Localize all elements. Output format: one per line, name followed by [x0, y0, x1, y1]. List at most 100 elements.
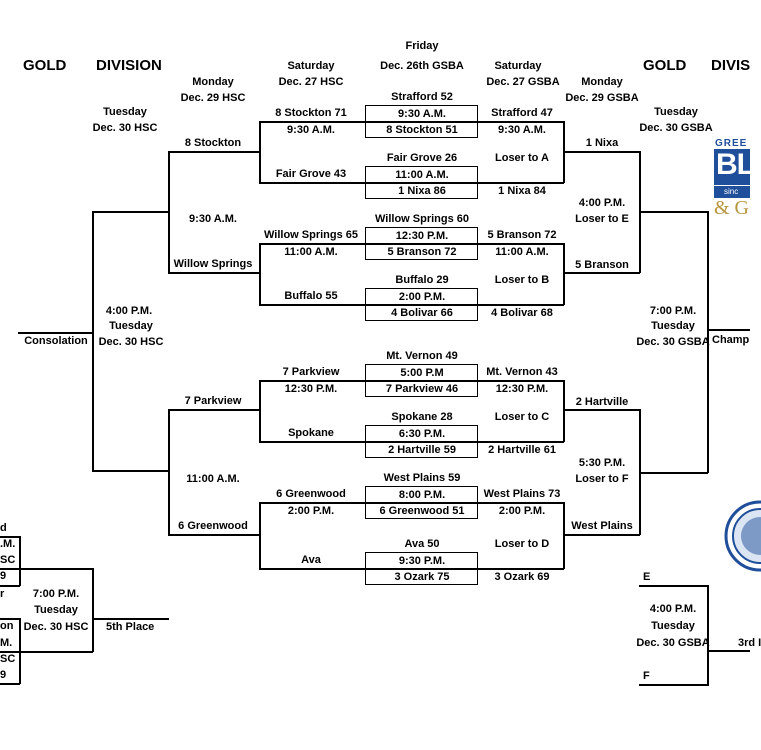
right-division-header: DIVIS: [711, 57, 751, 74]
saturday-game-time: 2:00 P.M.: [287, 505, 335, 517]
bracket-line: [478, 243, 564, 245]
bracket-line: [0, 568, 93, 570]
saturday-team-top: Willow Springs 65: [263, 229, 359, 241]
bracket-line: [563, 534, 640, 536]
bracket-line: [639, 585, 709, 587]
logo-text-gold: & G: [714, 197, 749, 219]
fifth-fragment: SC: [0, 653, 16, 665]
bracket-line: [259, 441, 365, 443]
saturday-team-top: West Plains 73: [483, 488, 561, 500]
bracket-line: [563, 151, 640, 153]
loser-label: Loser to A: [495, 152, 549, 164]
friday-divider: [365, 502, 478, 504]
bracket-line: [259, 121, 365, 123]
monday-team-top: 7 Parkview: [184, 395, 242, 407]
loser-label: Loser to E: [575, 213, 629, 225]
bracket-line: [168, 409, 260, 411]
right-tuesday-date: Dec. 30 GSBA: [639, 122, 713, 134]
saturday-team-top: Mt. Vernon 43: [486, 366, 558, 378]
friday-team-top: West Plains 59: [383, 472, 461, 484]
left-tuesday-date: Dec. 30 HSC: [92, 122, 158, 134]
bracket-line: [19, 618, 21, 684]
third-place-date: Dec. 30 GSBA: [636, 637, 710, 649]
friday-divider: [365, 304, 478, 306]
friday-game-time: 12:30 P.M.: [395, 230, 449, 242]
saturday-game-time: 11:00 A.M.: [284, 246, 338, 258]
bracket-line: [259, 304, 365, 306]
friday-game-time: 8:00 P.M.: [398, 489, 446, 501]
left-monday-date: Dec. 29 HSC: [180, 92, 246, 104]
bracket-line: [707, 650, 750, 652]
third-place-e: E: [643, 571, 651, 583]
logo-blue-block: [714, 149, 750, 185]
bracket-line: [92, 568, 94, 652]
bracket-line: [563, 243, 565, 305]
bracket-line: [92, 470, 169, 472]
bracket-line: [0, 651, 93, 653]
saturday-team-bottom: Spokane: [288, 427, 334, 439]
sponsor-logo: GREE BL sinc & G: [714, 136, 755, 246]
friday-team-bottom: 6 Greenwood 51: [379, 505, 465, 517]
friday-divider: [365, 243, 478, 245]
bracket-line: [478, 441, 564, 443]
fifth-place-date: Dec. 30 HSC: [23, 621, 89, 633]
friday-day: Friday: [405, 40, 439, 52]
bracket-line: [707, 329, 750, 331]
monday-team-top: 8 Stockton: [184, 137, 242, 149]
right-monday-day: Monday: [581, 76, 623, 88]
bracket-line: [0, 536, 20, 538]
saturday-team-top: 8 Stockton 71: [275, 107, 347, 119]
bracket-line: [478, 121, 564, 123]
bracket-line: [639, 472, 708, 474]
fifth-fragment: M.: [0, 637, 13, 649]
bracket-line: [478, 380, 564, 382]
championship-day: Tuesday: [651, 320, 695, 332]
saturday-team-bottom: 3 Ozark 69: [494, 571, 550, 583]
third-place-day: Tuesday: [651, 620, 695, 632]
saturday-game-time: 9:30 A.M.: [287, 124, 335, 136]
friday-team-top: Spokane 28: [391, 411, 453, 423]
monday-game-time: 5:30 P.M.: [578, 457, 626, 469]
bracket-line: [168, 534, 260, 536]
logo-text-since: sinc: [724, 187, 739, 196]
friday-game-time: 2:00 P.M.: [398, 291, 446, 303]
fifth-fragment: 9: [0, 669, 7, 681]
saturday-team-top: 6 Greenwood: [276, 488, 346, 500]
bracket-line: [259, 243, 261, 305]
saturday-team-bottom: Ava: [301, 554, 321, 566]
friday-team-top: Ava 50: [404, 538, 440, 550]
bracket-line: [478, 568, 564, 570]
left-saturday-day: Saturday: [287, 60, 335, 72]
loser-label: Loser to B: [494, 274, 550, 286]
consolation-date: Dec. 30 HSC: [98, 336, 164, 348]
fifth-fragment: d: [0, 522, 7, 534]
third-place-label: 3rd I: [738, 637, 761, 649]
bracket-line: [478, 304, 564, 306]
bracket-line: [563, 502, 565, 569]
friday-team-bottom: 8 Stockton 51: [386, 124, 458, 136]
bracket-line: [478, 502, 564, 504]
saturday-team-top: Strafford 47: [491, 107, 553, 119]
bracket-line: [0, 683, 20, 685]
bracket-line: [563, 272, 640, 274]
bracket-line: [259, 243, 365, 245]
saturday-team-top: 7 Parkview: [282, 366, 340, 378]
championship-label: Champ: [712, 334, 750, 346]
friday-date: Dec. 26th GSBA: [380, 60, 464, 72]
bracket-line: [168, 151, 260, 153]
bracket-line: [259, 502, 261, 569]
right-saturday-day: Saturday: [494, 60, 542, 72]
bracket-line: [639, 684, 709, 686]
bracket-line: [259, 380, 365, 382]
bracket-line: [563, 409, 640, 411]
bracket-line: [259, 502, 365, 504]
consolation-label: Consolation: [24, 335, 88, 347]
bracket-line: [259, 380, 261, 442]
friday-team-bottom: 7 Parkview 46: [385, 383, 459, 395]
fifth-place-day: Tuesday: [34, 604, 78, 616]
bracket-line: [707, 585, 709, 685]
friday-team-top: Fair Grove 26: [386, 152, 458, 164]
left-tuesday-day: Tuesday: [103, 106, 147, 118]
third-place-time: 4:00 P.M.: [649, 603, 697, 615]
friday-divider: [365, 441, 478, 443]
